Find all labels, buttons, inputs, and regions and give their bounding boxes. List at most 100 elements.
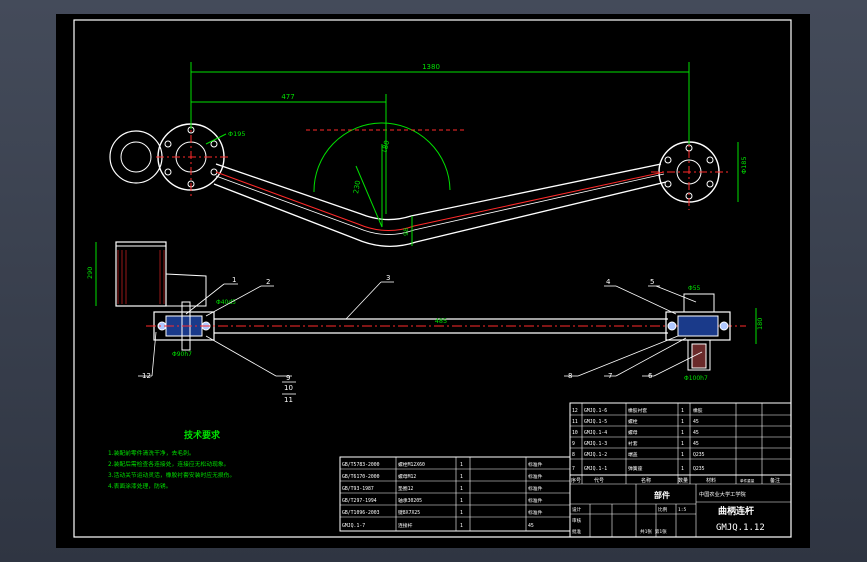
part-code: GMJQ.1-5 [584, 419, 607, 425]
part-qty: 1 [681, 452, 684, 458]
parts-table-grid [570, 403, 791, 475]
part-qty: 1 [681, 430, 684, 436]
part-name: 螺栓 [628, 418, 638, 425]
scale-value: 1:5 [678, 507, 687, 513]
title-grid [570, 475, 791, 537]
std-code: GMJQ.1-7 [342, 523, 365, 529]
dim-left-bore: Φ195 [228, 130, 246, 138]
hdr-name: 名称 [641, 477, 651, 484]
right-nut [667, 321, 677, 331]
dim-overall-span: 1380 [422, 63, 440, 71]
arm-edge-outer [213, 181, 667, 247]
sheet-count: 共1张 第1张 [640, 528, 667, 535]
part-no: 12 [572, 408, 578, 414]
title-block-border [569, 474, 792, 538]
part-name: 橡胶衬套 [628, 407, 647, 414]
leader-lines [138, 281, 703, 377]
radius-line-2 [355, 165, 383, 228]
part-code: GMJQ.1-3 [584, 441, 607, 447]
part-name: 衬套 [628, 440, 638, 447]
std-qty: 1 [460, 498, 463, 504]
checker-label: 审核 [572, 517, 582, 524]
left-bolt-hole [164, 168, 172, 176]
inner-frame [73, 19, 792, 538]
hdr-code: 代号 [594, 477, 604, 484]
tech-item: 3.活动关节运动灵活，橡胶衬套安装时应无损伤。 [108, 471, 235, 479]
part-mat: 45 [693, 419, 699, 425]
balloon-10: 10 [284, 384, 293, 392]
left-eye-inner [120, 141, 152, 173]
std-name: 键8X7X25 [398, 509, 420, 516]
hdr-weight: 单件重量 [740, 478, 755, 483]
balloon-12: 12 [142, 372, 151, 380]
dim-right-body-height: 180 [756, 318, 764, 330]
right-bolt-hole [664, 156, 672, 164]
balloon-11: 11 [284, 396, 293, 404]
part-mat: 45 [693, 430, 699, 436]
dim-arm-width: 98 [402, 228, 410, 236]
dim-right-pin-upper: Φ55 [688, 285, 701, 292]
std-qty: 1 [460, 510, 463, 516]
std-name: 垫圈12 [398, 485, 413, 492]
drawing-number: GMJQ.1.12 [716, 523, 765, 533]
balloon-6: 6 [648, 372, 653, 380]
std-name: 螺母M12 [398, 473, 416, 480]
balloon-4: 4 [606, 278, 611, 286]
part-qty: 1 [681, 441, 684, 447]
hdr-no: 序号 [571, 477, 581, 484]
hdr-mat: 材料 [706, 477, 716, 484]
right-spring [691, 343, 707, 369]
std-table-border [339, 456, 571, 532]
arc-radius-curve [313, 122, 451, 193]
drawing-canvas: 180 230 1380 477 Φ195 Φ185 98 290 [73, 19, 792, 538]
std-table-grid [340, 457, 570, 531]
std-mat: 标准件 [528, 497, 543, 504]
right-upper-cap [683, 293, 715, 313]
balloon-5: 5 [650, 278, 654, 286]
part-qty: 1 [681, 419, 684, 425]
part-no: 7 [572, 466, 575, 472]
part-no: 8 [572, 452, 575, 458]
tech-title: 技术要求 [184, 429, 221, 441]
dim-arc-radius-2: 230 [352, 180, 362, 195]
balloon-9: 9 [286, 374, 290, 382]
tech-requirements: 技术要求 1.装配前零件清洗干净，去毛刺。 2.装配后需检查各连接处，连接应无松… [108, 429, 235, 490]
std-mat: 标准件 [528, 461, 543, 468]
dim-rod-length: 485 [435, 317, 447, 325]
std-mat: 标准件 [528, 485, 543, 492]
right-bolt-hole [706, 180, 714, 188]
std-qty: 1 [460, 486, 463, 492]
left-eye-outer [109, 130, 163, 184]
part-qty: 1 [681, 466, 684, 472]
dim-right-pin-lower: Φ100h7 [684, 375, 708, 382]
arm-centerline [215, 171, 665, 231]
std-qty: 1 [460, 474, 463, 480]
part-code: GMJQ.1-1 [584, 466, 607, 472]
balloon-7: 7 [608, 372, 612, 380]
part-code: GMJQ.1-6 [584, 408, 607, 414]
dim-left-pin: Φ40d5 [216, 299, 236, 306]
hdr-qty: 数量 [678, 477, 688, 484]
std-code: GB/T5783-2000 [342, 462, 380, 468]
part-name: 端盖 [628, 451, 638, 458]
left-body-block [115, 241, 167, 307]
balloon-3: 3 [386, 274, 390, 282]
dim-inner-span: 477 [281, 93, 294, 101]
std-mat: 45 [528, 523, 534, 529]
std-name: 连接杆 [398, 522, 413, 529]
std-qty: 1 [460, 523, 463, 529]
part-qty: 1 [681, 408, 684, 414]
balloon-1: 1 [232, 276, 236, 284]
std-mat: 标准件 [528, 509, 543, 516]
drawing-sheet[interactable]: 180 230 1380 477 Φ195 Φ185 98 290 [56, 14, 810, 548]
right-nut [719, 321, 729, 331]
part-mat: 45 [693, 441, 699, 447]
dim-right-bore: Φ185 [740, 156, 748, 174]
assembly-label: 部件 [654, 490, 670, 500]
balloon-8: 8 [568, 372, 572, 380]
std-qty: 1 [460, 462, 463, 468]
std-code: GB/T6170-2000 [342, 474, 380, 480]
tech-item: 1.装配前零件清洗干净，去毛刺。 [108, 449, 195, 457]
title-block: 序号 代号 名称 数量 材料 单件重量 备注 部件 中国农业大学工学院 曲柄连杆… [569, 474, 792, 538]
leader-line [205, 133, 227, 145]
